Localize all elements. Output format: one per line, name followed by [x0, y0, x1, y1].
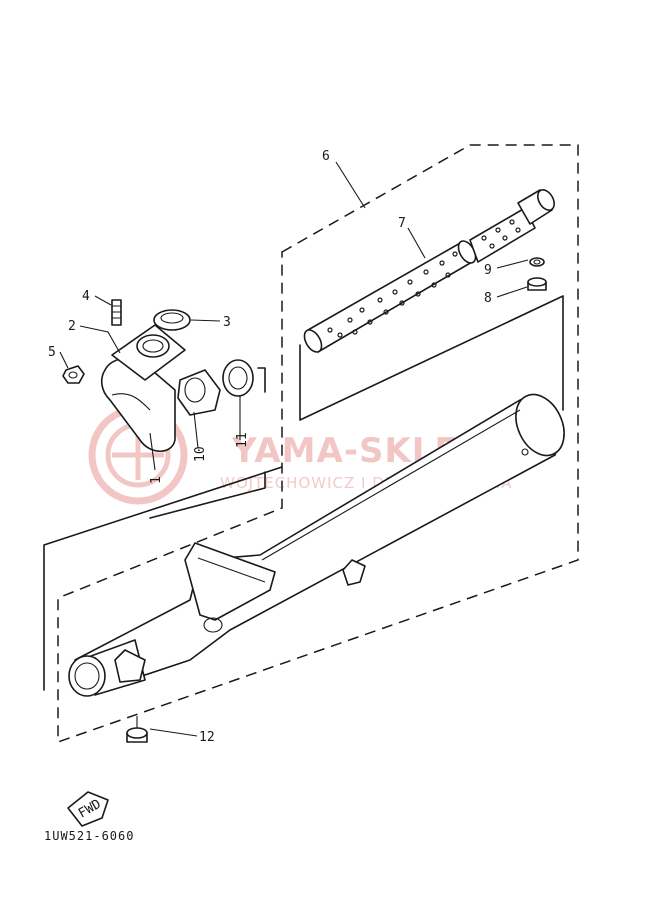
label-part-10: 10 — [193, 446, 208, 462]
label-part-12: 12 — [199, 730, 215, 745]
part-labels: 6 7 9 8 4 2 5 3 1 10 11 12 — [48, 149, 492, 745]
clamp-10 — [177, 369, 221, 416]
bolt-12 — [126, 716, 148, 743]
label-part-9: 9 — [484, 263, 492, 278]
inner-pipe-bracket — [299, 295, 564, 421]
forward-arrow-icon: FWD — [67, 791, 109, 827]
header-group-bracket — [43, 367, 283, 691]
label-part-1: 1 — [149, 476, 164, 484]
muffler-body — [68, 393, 565, 697]
label-part-4: 4 — [82, 289, 90, 304]
washer-9 — [529, 257, 545, 267]
label-part-3: 3 — [223, 315, 231, 330]
nut-5 — [62, 365, 85, 384]
gasket-3 — [153, 309, 191, 331]
label-part-7: 7 — [398, 216, 406, 231]
bolt-8 — [527, 277, 547, 291]
label-part-5: 5 — [48, 345, 56, 360]
lower-group-bracket — [149, 471, 266, 519]
label-part-6: 6 — [322, 149, 330, 164]
label-part-2: 2 — [68, 319, 76, 334]
leader-lines — [59, 161, 529, 737]
label-part-8: 8 — [484, 291, 492, 306]
assembly-outline-muffler — [57, 144, 579, 744]
header-flange — [111, 324, 186, 381]
sleeve-11 — [222, 359, 254, 397]
stud-4 — [111, 299, 122, 326]
inner-baffle-pipe — [303, 189, 555, 353]
drawing-code: 1UW521-6060 — [44, 829, 134, 843]
label-part-11: 11 — [235, 432, 250, 448]
